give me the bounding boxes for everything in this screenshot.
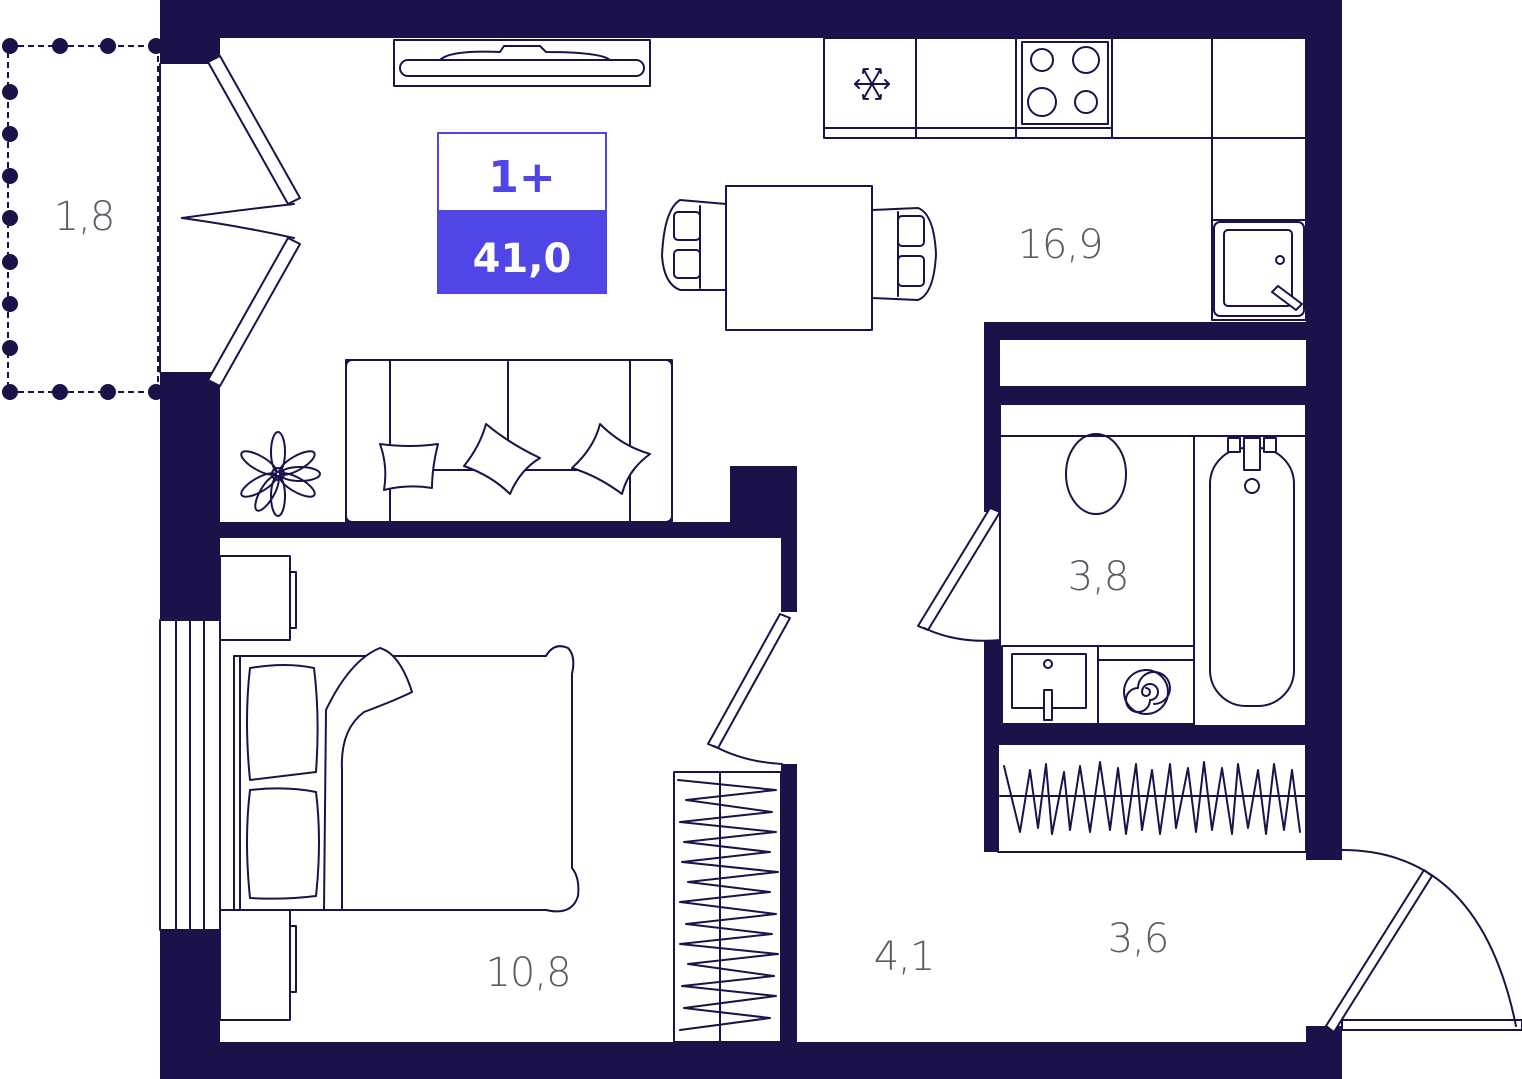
badge-area-band bbox=[438, 210, 606, 294]
balcony-door bbox=[181, 55, 301, 387]
kitchen-sink bbox=[1213, 221, 1305, 317]
balcony-area: 1,8 bbox=[54, 194, 115, 240]
hallway-area: 4,1 bbox=[874, 934, 935, 980]
cooktop-icon bbox=[1021, 41, 1109, 125]
bed bbox=[233, 645, 580, 913]
bedroom-window bbox=[159, 619, 221, 945]
tv-unit bbox=[393, 39, 651, 87]
balcony bbox=[2, 38, 164, 400]
sofa bbox=[345, 359, 673, 523]
entrance-area: 3,6 bbox=[1108, 916, 1169, 962]
bedroom-area: 10,8 bbox=[485, 950, 570, 996]
bedroom-door bbox=[707, 613, 791, 765]
walls bbox=[160, 0, 1342, 1079]
total-area: 41,0 bbox=[473, 236, 572, 282]
entrance-door bbox=[1325, 849, 1522, 1033]
bathroom-area: 3,8 bbox=[1068, 554, 1129, 600]
kitchen-living-area: 16,9 bbox=[1017, 222, 1102, 268]
dining-set bbox=[661, 185, 937, 331]
hallway-wardrobe bbox=[997, 743, 1307, 853]
snowflake-icon bbox=[854, 68, 890, 100]
bathroom-door bbox=[917, 507, 1001, 642]
bathroom-fixtures bbox=[999, 403, 1307, 727]
apartment-badge: 1+ 41,0 bbox=[437, 132, 607, 294]
apartment-type: 1+ bbox=[488, 152, 555, 203]
bedroom-wardrobe bbox=[673, 771, 782, 1043]
plant-icon bbox=[240, 431, 321, 517]
washing-machine-icon bbox=[1123, 669, 1171, 715]
nightstands bbox=[219, 555, 297, 1021]
